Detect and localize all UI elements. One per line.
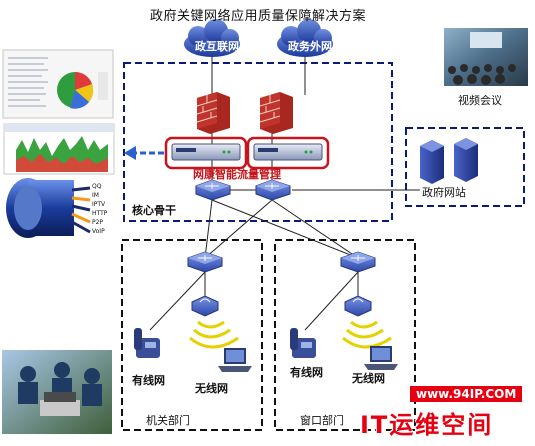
traffic-mgmt-label: 网康智能流量管理 [193, 168, 281, 181]
right-wired-label: 有线网 [290, 366, 323, 379]
cable-label: HTTP [92, 210, 108, 217]
internet-cloud-label: 政互联网 [195, 40, 239, 53]
traffic-device-frame-left [164, 136, 248, 170]
left-wired-label: 有线网 [132, 374, 165, 387]
watermark-brand: IT运维空间 [360, 411, 494, 439]
gov-site-label: 政府网站 [422, 186, 466, 199]
traffic-device-icon-right [253, 143, 323, 161]
traffic-graph-image [3, 123, 115, 175]
fiber-cable-image [6, 178, 91, 238]
cable-label: QQ [92, 183, 102, 190]
server-icon-right [454, 138, 478, 182]
watermark-url: www.94IP.COM [410, 386, 523, 402]
dept-switch-icon-right [340, 251, 376, 273]
core-backbone-box [123, 62, 393, 222]
page-title: 政府关键网络应用质量保障解决方案 [150, 9, 367, 24]
firewall-icon-right [259, 92, 293, 134]
laptop-icon-right [364, 346, 398, 370]
dept-switch-icon-left [187, 251, 223, 273]
stats-screenshot-image [2, 49, 114, 119]
firewall-icon-left [196, 92, 230, 134]
wireless-ap-icon-right [342, 295, 392, 349]
internet-cloud-icon [184, 19, 240, 57]
right-dept-name: 窗口部门 [300, 414, 344, 427]
server-icon-left [420, 140, 444, 184]
traffic-device-icon-left [171, 143, 241, 161]
left-dept-box [121, 239, 263, 431]
right-dept-box [274, 239, 416, 431]
cable-label: IM [92, 192, 99, 199]
cable-label: IPTV [92, 201, 106, 208]
arrow-left-icon [124, 146, 164, 160]
gov-site-box [405, 127, 525, 207]
traffic-device-frame-right [246, 136, 330, 170]
video-conference-label: 视频会议 [458, 94, 502, 107]
right-wireless-label: 无线网 [352, 372, 385, 385]
extranet-cloud-icon [277, 19, 333, 57]
cable-label: P2P [92, 219, 104, 226]
video-conference-photo [444, 28, 528, 86]
left-wireless-label: 无线网 [195, 382, 228, 395]
ip-phone-icon-left [134, 328, 160, 358]
office-users-photo [2, 350, 112, 434]
wireless-ap-icon-left [189, 295, 239, 349]
cable-label: VoIP [92, 228, 105, 235]
core-router-icon-left [195, 179, 231, 201]
extranet-cloud-label: 政务外网 [288, 40, 332, 53]
core-router-icon-right [255, 179, 291, 201]
left-dept-name: 机关部门 [146, 414, 190, 427]
ip-phone-icon-right [290, 328, 316, 358]
laptop-icon-left [218, 348, 252, 372]
core-backbone-label: 核心骨干 [132, 204, 176, 217]
